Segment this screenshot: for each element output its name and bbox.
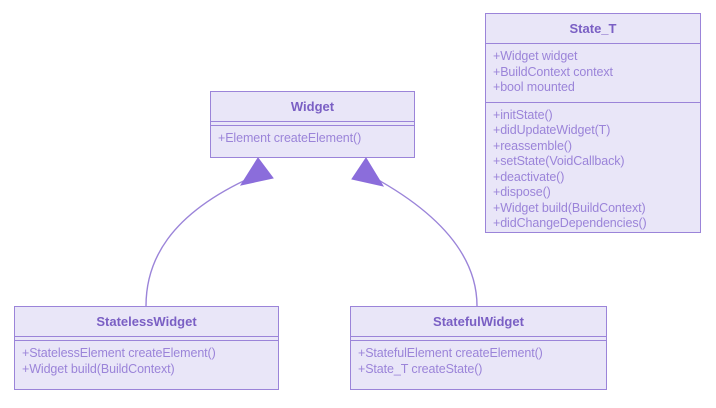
class-box-stateful-widget[interactable]: StatefulWidget +StatefulElement createEl… [350, 306, 607, 390]
methods-compartment-stateful-widget: +StatefulElement createElement() +State_… [351, 341, 606, 383]
methods-compartment-widget: +Element createElement() [211, 126, 414, 153]
class-title-stateful-widget: StatefulWidget [433, 314, 524, 329]
compartment-separator [351, 336, 606, 337]
generalization-arrowhead-stateful [351, 157, 385, 187]
method-item: +Element createElement() [218, 131, 362, 145]
method-item: +State_T createState() [358, 361, 483, 376]
generalization-edge-stateful-to-widget [372, 176, 478, 307]
attribute-item: +BuildContext context [493, 64, 613, 79]
methods-compartment-stateless-widget: +StatelessElement createElement() +Widge… [15, 341, 278, 383]
methods-compartment-state-t: +initState() +didUpdateWidget(T) +reasse… [486, 103, 700, 233]
method-item: +dispose() [493, 185, 551, 199]
compartment-separator [211, 125, 414, 126]
class-title-state-t: State_T [569, 21, 617, 36]
method-item: +setState(VoidCallback) [493, 154, 625, 168]
attribute-item: +bool mounted [493, 80, 575, 94]
method-item: +reassemble() [493, 138, 572, 153]
attribute-item: +Widget widget [493, 49, 578, 63]
class-title-stateless-widget: StatelessWidget [96, 314, 197, 329]
class-title-widget: Widget [290, 99, 335, 114]
compartment-separator [486, 101, 700, 103]
class-box-stateless-widget[interactable]: StatelessWidget +StatelessElement create… [14, 306, 279, 390]
method-item: +StatefulElement createElement() [358, 346, 543, 360]
compartment-separator [15, 336, 278, 337]
method-item: +didChangeDependencies() [493, 216, 647, 230]
class-box-state-t[interactable]: State_T +Widget widget +BuildContext con… [485, 13, 701, 233]
method-item: +deactivate() [493, 169, 565, 184]
compartment-separator [211, 121, 414, 122]
generalization-edge-stateless-to-widget [145, 176, 253, 307]
generalization-arrowhead-stateless [239, 157, 274, 186]
method-item: +didUpdateWidget(T) [493, 123, 611, 137]
method-item: +initState() [493, 107, 553, 122]
class-box-widget[interactable]: Widget +Element createElement() [210, 91, 415, 158]
method-item: +Widget build(BuildContext) [22, 361, 175, 376]
compartment-separator [15, 340, 278, 341]
compartment-separator [351, 340, 606, 341]
compartment-separator [486, 43, 700, 44]
attributes-compartment-state-t: +Widget widget +BuildContext context +bo… [486, 44, 700, 102]
method-item: +Widget build(BuildContext) [493, 200, 646, 215]
method-item: +StatelessElement createElement() [22, 346, 216, 360]
